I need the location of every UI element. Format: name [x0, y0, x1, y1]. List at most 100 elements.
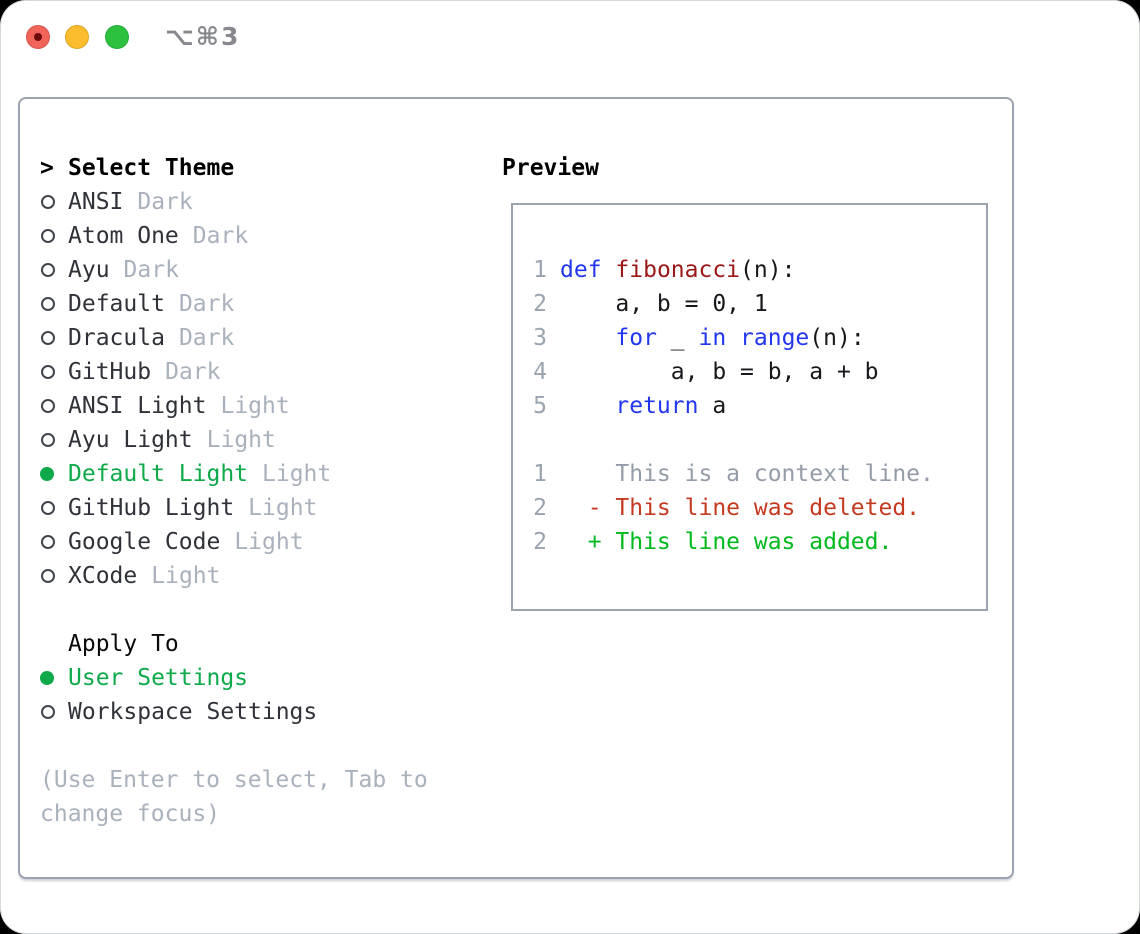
theme-variant-tag: Light [248, 495, 318, 521]
theme-option[interactable]: Atom One Dark [40, 219, 490, 253]
radio-cell [40, 535, 68, 549]
radio-cell [40, 569, 68, 583]
apply-option[interactable]: Workspace Settings [40, 695, 490, 729]
theme-name: Default [68, 291, 165, 317]
theme-option[interactable]: Google Code Light [40, 525, 490, 559]
theme-name: ANSI [68, 189, 124, 215]
code-segment: (n): [740, 257, 796, 283]
code-segment: for [615, 325, 657, 351]
theme-option[interactable]: GitHub Light Light [40, 491, 490, 525]
diff-line-deleted: 2 - This line was deleted. [513, 491, 986, 525]
close-button[interactable] [26, 25, 50, 49]
line-number: 1 [533, 257, 547, 283]
radio-cell [40, 671, 68, 685]
line-number: 3 [533, 325, 547, 351]
code-segment: a [698, 393, 727, 419]
diff-line-context: 1 This is a context line. [513, 457, 986, 491]
radio-cell [40, 263, 68, 277]
select-theme-title: Select Theme [68, 155, 235, 181]
code-segment [560, 325, 615, 351]
radio-cell [40, 297, 68, 311]
apply-option-label: User Settings [68, 665, 249, 691]
radio-icon [41, 705, 55, 719]
code-line: 1 def fibonacci(n): [513, 253, 986, 287]
theme-name: GitHub Light [68, 495, 235, 521]
theme-name: Ayu [68, 257, 110, 283]
code-segment: def [560, 257, 602, 283]
code-line: 2 a, b = 0, 1 [513, 287, 986, 321]
theme-variant-tag: Dark [165, 359, 221, 385]
code-segment: a, b = b, a + b [560, 359, 879, 385]
diff-text: + This line was added. [560, 529, 893, 555]
theme-name: Google Code [68, 529, 221, 555]
code-segment [602, 257, 616, 283]
keyboard-hint: (Use Enter to select, Tab to change focu… [40, 767, 428, 827]
theme-variant-tag: Dark [123, 257, 179, 283]
diff-text: - This line was deleted. [560, 495, 921, 521]
code-line: 5 return a [513, 389, 986, 423]
theme-variant-tag: Light [262, 461, 332, 487]
theme-option[interactable]: Ayu Dark [40, 253, 490, 287]
code-segment [726, 325, 740, 351]
minimize-button[interactable] [65, 25, 89, 49]
line-number: 4 [533, 359, 547, 385]
theme-option[interactable]: ANSI Light Light [40, 389, 490, 423]
radio-icon [41, 229, 55, 243]
radio-icon [41, 433, 55, 447]
apply-option-label: Workspace Settings [68, 699, 318, 725]
radio-icon [41, 501, 55, 515]
theme-variant-tag: Light [220, 393, 290, 419]
radio-icon [41, 195, 55, 209]
diff-text: This is a context line. [560, 461, 934, 487]
radio-cell [40, 705, 68, 719]
theme-variant-tag: Dark [178, 325, 235, 351]
theme-name: ANSI Light [68, 393, 207, 419]
code-line: 3 for _ in range(n): [513, 321, 986, 355]
theme-name: GitHub [68, 359, 152, 385]
radio-cell [40, 399, 68, 413]
window-title: ⌥⌘3 [165, 22, 241, 51]
theme-variant-tag: Dark [137, 189, 193, 215]
code-segment [560, 393, 615, 419]
code-segment: (n): [809, 325, 865, 351]
radio-cell [40, 501, 68, 515]
code-line: 4 a, b = b, a + b [513, 355, 986, 389]
radio-cell [40, 195, 68, 209]
radio-icon [41, 297, 55, 311]
theme-variant-tag: Light [151, 563, 221, 589]
apply-option[interactable]: User Settings [40, 661, 490, 695]
radio-icon [41, 365, 55, 379]
line-number: 2 [533, 495, 547, 521]
radio-cell [40, 331, 68, 345]
code-segment: _ [656, 325, 699, 351]
line-number: 2 [533, 529, 547, 555]
code-segment: in [698, 325, 727, 351]
theme-option[interactable]: ANSI Dark [40, 185, 490, 219]
code-segment: fibonacci [615, 257, 741, 283]
theme-variant-tag: Dark [178, 291, 235, 317]
theme-option[interactable]: GitHub Dark [40, 355, 490, 389]
radio-icon [41, 331, 55, 345]
theme-name: Atom One [68, 223, 179, 249]
apply-to-header: Apply To [40, 627, 490, 661]
theme-variant-tag: Light [234, 529, 304, 555]
line-number: 2 [533, 291, 547, 317]
zoom-button[interactable] [105, 25, 129, 49]
theme-variant-tag: Dark [192, 223, 249, 249]
radio-icon [41, 399, 55, 413]
diff-line-added: 2 + This line was added. [513, 525, 986, 559]
theme-option[interactable]: Default Dark [40, 287, 490, 321]
code-segment: range [740, 325, 810, 351]
radio-selected-icon [40, 671, 54, 685]
code-segment: a, b = 0, 1 [560, 291, 768, 317]
radio-icon [41, 569, 55, 583]
diff-preview: 1 This is a context line.2 - This line w… [513, 457, 986, 559]
